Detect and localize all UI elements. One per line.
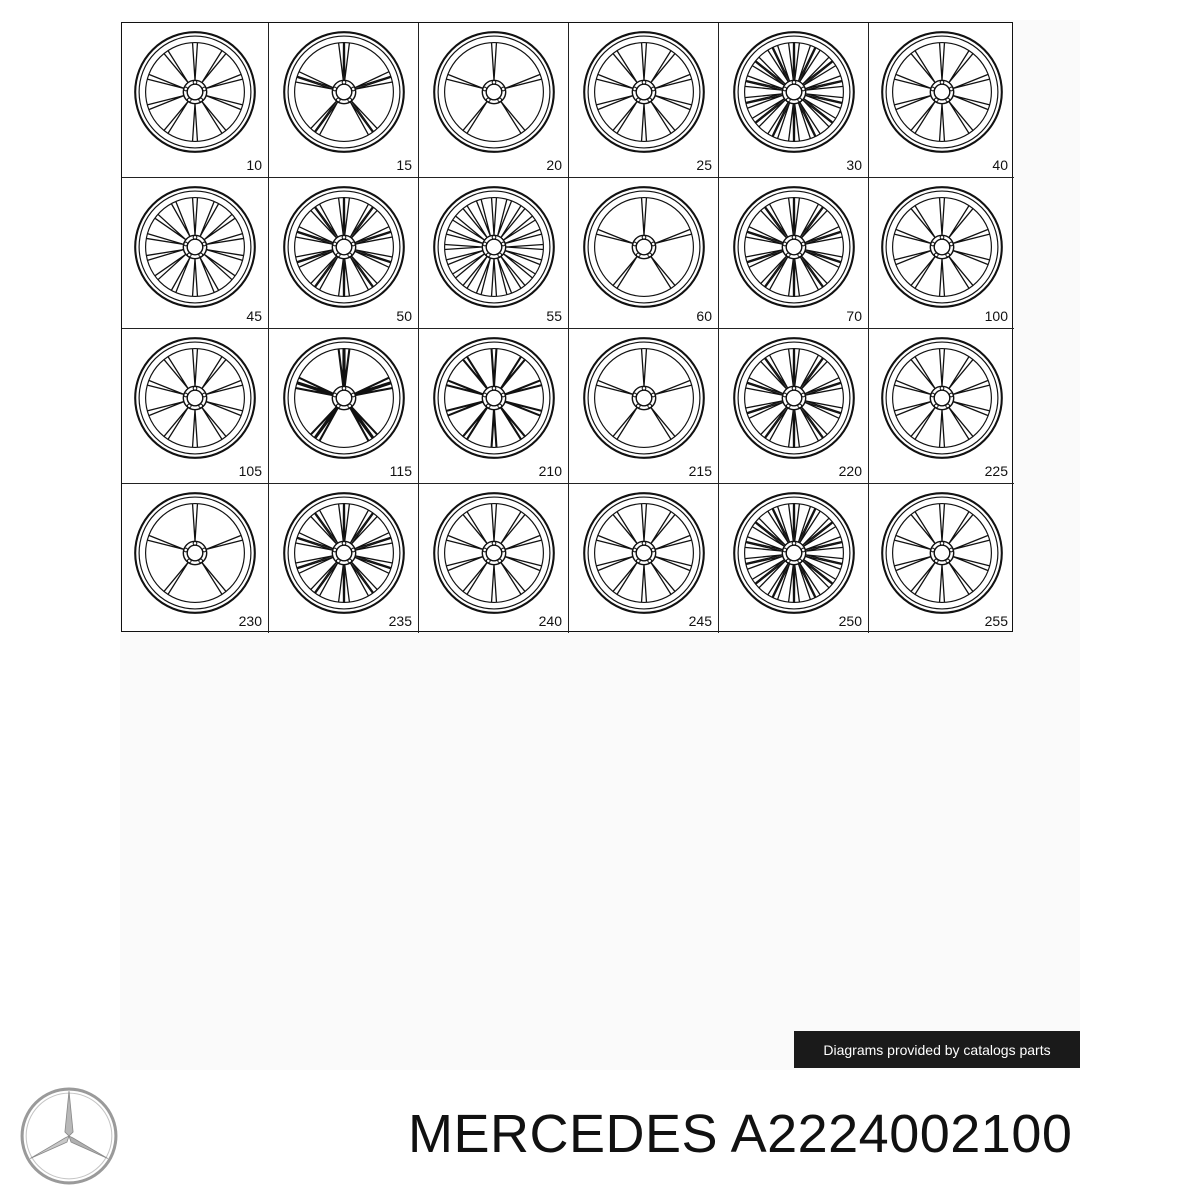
wheel-drawing xyxy=(282,31,405,153)
wheel-cell: 45 xyxy=(122,178,269,329)
wheel-position-label: 50 xyxy=(396,308,412,324)
wheel-position-label: 45 xyxy=(246,308,262,324)
wheel-cell: 235 xyxy=(269,484,419,633)
wheel-position-label: 220 xyxy=(838,463,862,479)
wheel-cell: 245 xyxy=(569,484,719,633)
wheel-cell: 255 xyxy=(869,484,1014,633)
wheel-position-label: 15 xyxy=(396,157,412,173)
credit-badge: Diagrams provided by catalogs parts xyxy=(794,1031,1080,1068)
wheel-cell: 20 xyxy=(419,23,569,178)
wheel-drawing xyxy=(134,31,256,153)
wheel-grid: 10 15 20 25 30 40 45 50 55 60 70 100 105 115 210 215 220… xyxy=(121,22,1014,633)
wheel-drawing xyxy=(432,337,555,459)
wheel-cell: 250 xyxy=(719,484,869,633)
mercedes-star-icon xyxy=(20,1087,118,1185)
wheel-cell: 60 xyxy=(569,178,719,329)
wheel-position-label: 25 xyxy=(696,157,712,173)
wheel-cell: 220 xyxy=(719,329,869,484)
wheel-drawing xyxy=(732,337,855,459)
wheel-cell: 230 xyxy=(122,484,269,633)
part-title: MERCEDES A2224002100 xyxy=(408,1104,1073,1164)
credit-text: Diagrams provided by catalogs parts xyxy=(823,1041,1051,1058)
wheel-drawing xyxy=(432,31,555,153)
wheel-drawing xyxy=(880,337,1003,459)
wheel-cell: 215 xyxy=(569,329,719,484)
wheel-drawing xyxy=(732,492,855,614)
wheel-position-label: 225 xyxy=(984,463,1008,479)
wheel-drawing xyxy=(880,492,1003,614)
wheel-drawing xyxy=(582,337,705,459)
wheel-position-label: 245 xyxy=(688,613,712,629)
wheel-position-label: 60 xyxy=(696,308,712,324)
wheel-cell: 240 xyxy=(419,484,569,633)
wheel-drawing xyxy=(282,337,405,459)
wheel-position-label: 10 xyxy=(246,157,262,173)
wheel-position-label: 230 xyxy=(238,613,262,629)
wheel-cell: 55 xyxy=(419,178,569,329)
wheel-position-label: 240 xyxy=(538,613,562,629)
wheel-cell: 210 xyxy=(419,329,569,484)
wheel-position-label: 255 xyxy=(984,613,1008,629)
wheel-position-label: 40 xyxy=(992,157,1008,173)
wheel-position-label: 215 xyxy=(688,463,712,479)
wheel-cell: 10 xyxy=(122,23,269,178)
wheel-position-label: 100 xyxy=(984,308,1008,324)
wheel-position-label: 250 xyxy=(838,613,862,629)
wheel-cell: 100 xyxy=(869,178,1014,329)
wheel-position-label: 20 xyxy=(546,157,562,173)
wheel-drawing xyxy=(282,186,405,308)
wheel-cell: 30 xyxy=(719,23,869,178)
wheel-cell: 15 xyxy=(269,23,419,178)
wheel-drawing xyxy=(880,31,1003,153)
wheel-position-label: 105 xyxy=(238,463,262,479)
wheel-drawing xyxy=(732,186,855,308)
wheel-position-label: 235 xyxy=(388,613,412,629)
wheel-cell: 40 xyxy=(869,23,1014,178)
wheel-drawing xyxy=(432,492,555,614)
wheel-drawing xyxy=(582,31,705,153)
wheel-cell: 50 xyxy=(269,178,419,329)
wheel-drawing xyxy=(432,186,555,308)
wheel-drawing xyxy=(282,492,405,614)
wheel-position-label: 115 xyxy=(389,463,412,479)
wheel-cell: 105 xyxy=(122,329,269,484)
wheel-drawing xyxy=(732,31,855,153)
wheel-drawing xyxy=(134,337,256,459)
wheel-cell: 70 xyxy=(719,178,869,329)
wheel-position-label: 70 xyxy=(846,308,862,324)
wheel-drawing xyxy=(582,186,705,308)
wheel-drawing xyxy=(134,492,256,614)
wheel-drawing xyxy=(582,492,705,614)
wheel-position-label: 30 xyxy=(846,157,862,173)
wheel-position-label: 210 xyxy=(538,463,562,479)
wheel-cell: 25 xyxy=(569,23,719,178)
wheel-drawing xyxy=(880,186,1003,308)
wheel-cell: 225 xyxy=(869,329,1014,484)
wheel-cell: 115 xyxy=(269,329,419,484)
wheel-position-label: 55 xyxy=(546,308,562,324)
wheel-drawing xyxy=(134,186,256,308)
